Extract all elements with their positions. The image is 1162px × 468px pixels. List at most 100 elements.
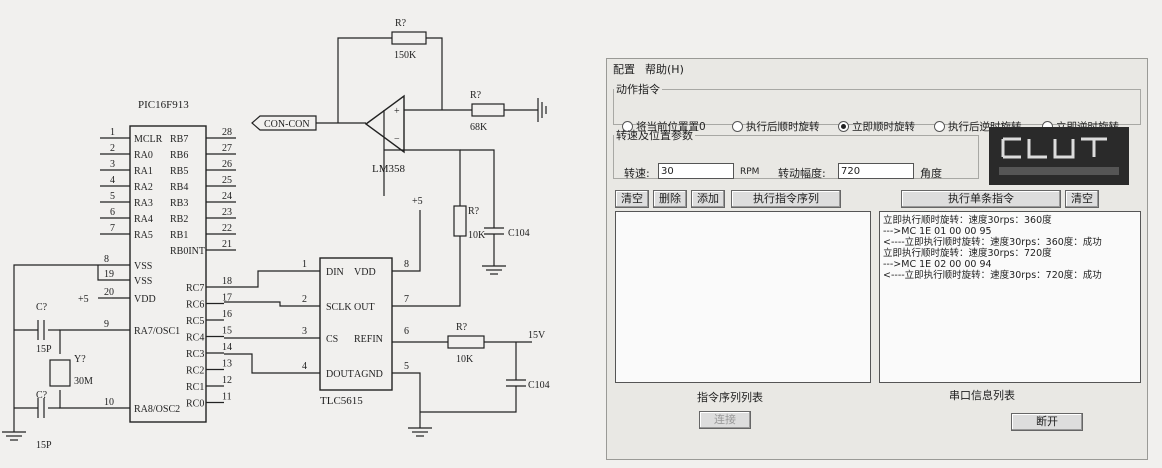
svg-text:R?: R?	[468, 206, 480, 217]
mcu-pin-name: RB1	[170, 230, 188, 241]
svg-text:C104: C104	[528, 380, 550, 391]
log-line: 立即执行顺时旋转：速度30rps：720度	[883, 248, 1052, 259]
dac-pin-name: REFIN	[354, 334, 383, 345]
speed-input[interactable]: 30	[658, 163, 734, 179]
radio-dot-selected	[838, 121, 849, 132]
log-line: <----立即执行顺时旋转：速度30rps：720度：成功	[883, 270, 1102, 281]
serial-list-label: 串口信息列表	[949, 389, 1015, 402]
svg-text:+: +	[394, 106, 400, 117]
dac-pin-number: 1	[302, 259, 307, 270]
delete-button[interactable]: 删除	[653, 190, 687, 208]
dac-pin-name: VDD	[354, 267, 376, 278]
mcu-pin-name: RA1	[134, 166, 153, 177]
mcu-pin-number: 19	[104, 269, 114, 280]
log-line: --->MC 1E 02 00 00 94	[883, 259, 992, 270]
disconnect-button[interactable]: 断开	[1011, 413, 1083, 431]
clear-left-button[interactable]: 清空	[615, 190, 649, 208]
mcu-pin-number: 25	[222, 175, 232, 186]
mcu-pin-name: RA8/OSC2	[134, 404, 180, 415]
params-group: 转速及位置参数 转速: 30 RPM 转动幅度: 720 角度	[613, 127, 979, 180]
svg-text:C?: C?	[36, 302, 48, 313]
dac-pin-number: 8	[404, 259, 409, 270]
mcu-pin-name: RB5	[170, 166, 188, 177]
dac-pin-name: CS	[326, 334, 338, 345]
mcu-pin-number: 27	[222, 143, 232, 154]
dac-pin-name: OUT	[354, 302, 375, 313]
mcu-pin-name: RB3	[170, 198, 188, 209]
resistor-feedback	[391, 31, 427, 45]
mcu-pin-name: RC3	[186, 349, 204, 360]
svg-text:C?: C?	[36, 390, 48, 401]
svg-text:R?: R?	[470, 90, 482, 101]
mcu-pin-number: 8	[104, 254, 109, 265]
menu-bar: 配置 帮助(H)	[607, 59, 1147, 79]
run-single-button[interactable]: 执行单条指令	[901, 190, 1061, 208]
mcu-pin-name: VDD	[134, 294, 156, 305]
mcu-pin-number: 26	[222, 159, 232, 170]
mcu-pin-number: 6	[110, 207, 115, 218]
mcu-pin-name: RB6	[170, 150, 188, 161]
mcu-pin-name: RC0	[186, 399, 204, 410]
wire-sclk	[224, 301, 320, 307]
serial-log-lines: 立即执行顺时旋转：速度30rps：360度--->MC 1E 01 00 00 …	[880, 212, 1140, 281]
dac-pin-number: 4	[302, 361, 307, 372]
crystal	[49, 359, 71, 387]
action-group: 动作指令 将当前位置置0 执行后顺时旋转 立即顺时旋转 执行后逆时旋转 立即逆时…	[613, 81, 1141, 133]
dac-pin-number: 5	[404, 361, 409, 372]
input-tag-label: CON-CON	[264, 119, 310, 130]
mcu-pin-number: 11	[222, 392, 232, 403]
mcu-pin-name: RA3	[134, 198, 153, 209]
opamp-symbol	[364, 94, 405, 154]
mcu-pin-name: RC6	[186, 300, 204, 311]
wire-din	[224, 270, 320, 288]
serial-log-list[interactable]: 立即执行顺时旋转：速度30rps：360度--->MC 1E 01 00 00 …	[879, 211, 1141, 383]
mcu-pin-number: 7	[110, 223, 115, 234]
mcu-pin-number: 13	[222, 359, 232, 370]
dac-pin-name: SCLK	[326, 302, 352, 313]
menu-config[interactable]: 配置	[613, 63, 635, 76]
dac-title: TLC5615	[320, 395, 363, 407]
command-sequence-list[interactable]	[615, 211, 871, 383]
mcu-body	[129, 125, 207, 423]
mcu-pin-name: RA0	[134, 150, 153, 161]
logo-graphic	[995, 135, 1123, 175]
svg-text:C104: C104	[508, 228, 530, 239]
mcu-pin-name: RB4	[170, 182, 188, 193]
run-sequence-button[interactable]: 执行指令序列	[731, 190, 841, 208]
mcu-pin-name: RA2	[134, 182, 153, 193]
mcu-pin-number: 16	[222, 309, 232, 320]
mcu-pin-number: 15	[222, 326, 232, 337]
mcu-pin-number: 28	[222, 127, 232, 138]
mcu-pin-number: 4	[110, 175, 115, 186]
svg-text:150K: 150K	[394, 50, 417, 61]
svg-text:15V: 15V	[528, 330, 546, 341]
dac-body	[319, 257, 393, 391]
radio-dot	[934, 121, 945, 132]
svg-text:R?: R?	[456, 322, 468, 333]
mcu-pins: 1MCLR2RA03RA14RA25RA36RA47RA528RB727RB62…	[100, 127, 236, 415]
svg-text:Y?: Y?	[74, 354, 86, 365]
mcu-pin-number: 20	[104, 287, 114, 298]
svg-text:10K: 10K	[468, 230, 486, 241]
menu-help[interactable]: 帮助(H)	[645, 63, 684, 76]
params-group-title: 转速及位置参数	[616, 129, 693, 142]
company-logo	[989, 127, 1129, 185]
mcu-pin-name: RC5	[186, 316, 204, 327]
mcu-pin-name: RB2	[170, 214, 188, 225]
clear-right-button[interactable]: 清空	[1065, 190, 1099, 208]
svg-text:R?: R?	[395, 18, 407, 29]
mcu-pin-name: RA4	[134, 214, 153, 225]
dac-pin-number: 7	[404, 294, 409, 305]
svg-text:−: −	[394, 134, 400, 145]
mcu-pin-name: RA5	[134, 230, 153, 241]
add-button[interactable]: 添加	[691, 190, 725, 208]
connect-button[interactable]: 连接	[699, 411, 751, 429]
angle-unit: 角度	[920, 167, 942, 180]
dac-pin-name: DOUT	[326, 369, 354, 380]
mcu-pin-number: 24	[222, 191, 232, 202]
angle-input[interactable]: 720	[838, 163, 914, 179]
svg-text:10K: 10K	[456, 354, 474, 365]
mcu-pin-name: RA7/OSC1	[134, 326, 180, 337]
svg-text:+5: +5	[412, 196, 423, 207]
